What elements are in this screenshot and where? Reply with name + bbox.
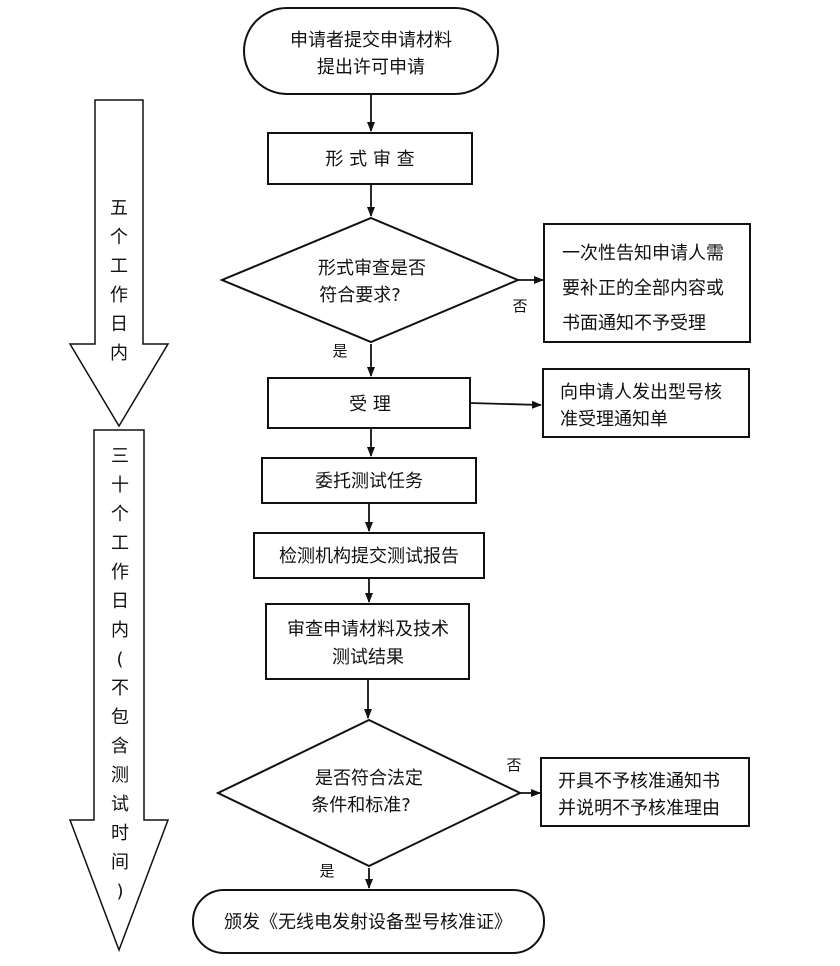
commission-test-box: 委托测试任务 xyxy=(261,457,477,504)
timeline-char: ( xyxy=(116,649,123,670)
timeline-char: 作 xyxy=(110,285,128,306)
formal-review-box: 形 式 审 查 xyxy=(267,132,473,185)
timeline-char: 十 xyxy=(111,475,129,496)
supplement-notice-box: 一次性告知申请人需 要补正的全部内容或 书面通知不予受理 xyxy=(543,223,751,343)
decision1-line-2: 符合要求? xyxy=(319,285,401,306)
timeline-char: 试 xyxy=(111,794,129,815)
reject-line-2: 并说明不予核准理由 xyxy=(558,798,720,819)
start-line-2: 提出许可申请 xyxy=(317,57,425,78)
supplement-line-3: 书面通知不予受理 xyxy=(562,313,706,334)
timeline-char: 内 xyxy=(110,343,128,364)
timeline-arrow-five-days xyxy=(68,99,170,428)
accept-label: 受 理 xyxy=(349,394,391,415)
timeline-char: 工 xyxy=(111,533,129,554)
timeline-char: 时 xyxy=(111,823,129,844)
supplement-line-1: 一次性告知申请人需 xyxy=(562,243,724,264)
timeline-char: 作 xyxy=(111,562,129,583)
formal-review-label: 形 式 审 查 xyxy=(325,149,414,170)
end-label: 颁发《无线电发射设备型号核准证》 xyxy=(224,912,512,933)
decision2-line-1: 是否符合法定 xyxy=(315,768,423,789)
timeline-char: 日 xyxy=(111,591,129,612)
timeline-char: ) xyxy=(116,881,123,902)
decision1-diamond: 形式审查是否 符合要求? xyxy=(219,216,521,344)
timeline-char: 测 xyxy=(111,765,129,786)
decision2-diamond: 是否符合法定 条件和标准? xyxy=(215,718,523,868)
timeline-char: 工 xyxy=(110,256,128,277)
timeline-char: 日 xyxy=(110,314,128,335)
review-materials-line-1: 审查申请材料及技术 xyxy=(287,619,449,640)
decision2-yes-label: 是 xyxy=(319,862,334,880)
timeline-char: 间 xyxy=(111,852,129,873)
review-materials-line-2: 测试结果 xyxy=(332,647,404,668)
connector-arrows xyxy=(364,94,544,889)
reject-notice-box: 开具不予核准通知书 并说明不予核准理由 xyxy=(540,757,750,827)
timeline-char: 不 xyxy=(111,678,129,699)
supplement-line-2: 要补正的全部内容或 xyxy=(562,278,724,299)
timeline-char: 个 xyxy=(111,504,129,525)
start-line-1: 申请者提交申请材料 xyxy=(290,30,452,51)
review-materials-box: 审查申请材料及技术 测试结果 xyxy=(265,603,470,680)
submit-report-label: 检测机构提交测试报告 xyxy=(279,546,459,567)
accept-notice-line-1: 向申请人发出型号核 xyxy=(560,382,722,403)
decision1-no-label: 否 xyxy=(512,297,527,315)
submit-report-box: 检测机构提交测试报告 xyxy=(253,532,485,579)
timeline-char: 含 xyxy=(111,736,129,757)
start-terminator: 申请者提交申请材料 提出许可申请 xyxy=(243,7,499,95)
timeline-char: 内 xyxy=(111,620,129,641)
end-terminator: 颁发《无线电发射设备型号核准证》 xyxy=(192,889,545,954)
arrow-accept-to-notice xyxy=(469,400,542,409)
reject-line-1: 开具不予核准通知书 xyxy=(558,771,720,792)
timeline-char: 三 xyxy=(111,446,129,467)
decision2-no-label: 否 xyxy=(506,756,521,774)
timeline-arrow-thirty-days xyxy=(68,429,170,953)
accept-notice-box: 向申请人发出型号核 准受理通知单 xyxy=(542,368,750,438)
commission-test-label: 委托测试任务 xyxy=(315,471,423,492)
decision1-line-1: 形式审查是否 xyxy=(318,258,426,279)
timeline-char: 包 xyxy=(111,707,129,728)
timeline-char: 五 xyxy=(110,198,128,219)
decision1-yes-label: 是 xyxy=(332,342,347,360)
timeline-char: 个 xyxy=(110,227,128,248)
decision2-line-2: 条件和标准? xyxy=(311,795,411,816)
accept-notice-line-2: 准受理通知单 xyxy=(560,409,668,430)
accept-box: 受 理 xyxy=(267,377,471,429)
